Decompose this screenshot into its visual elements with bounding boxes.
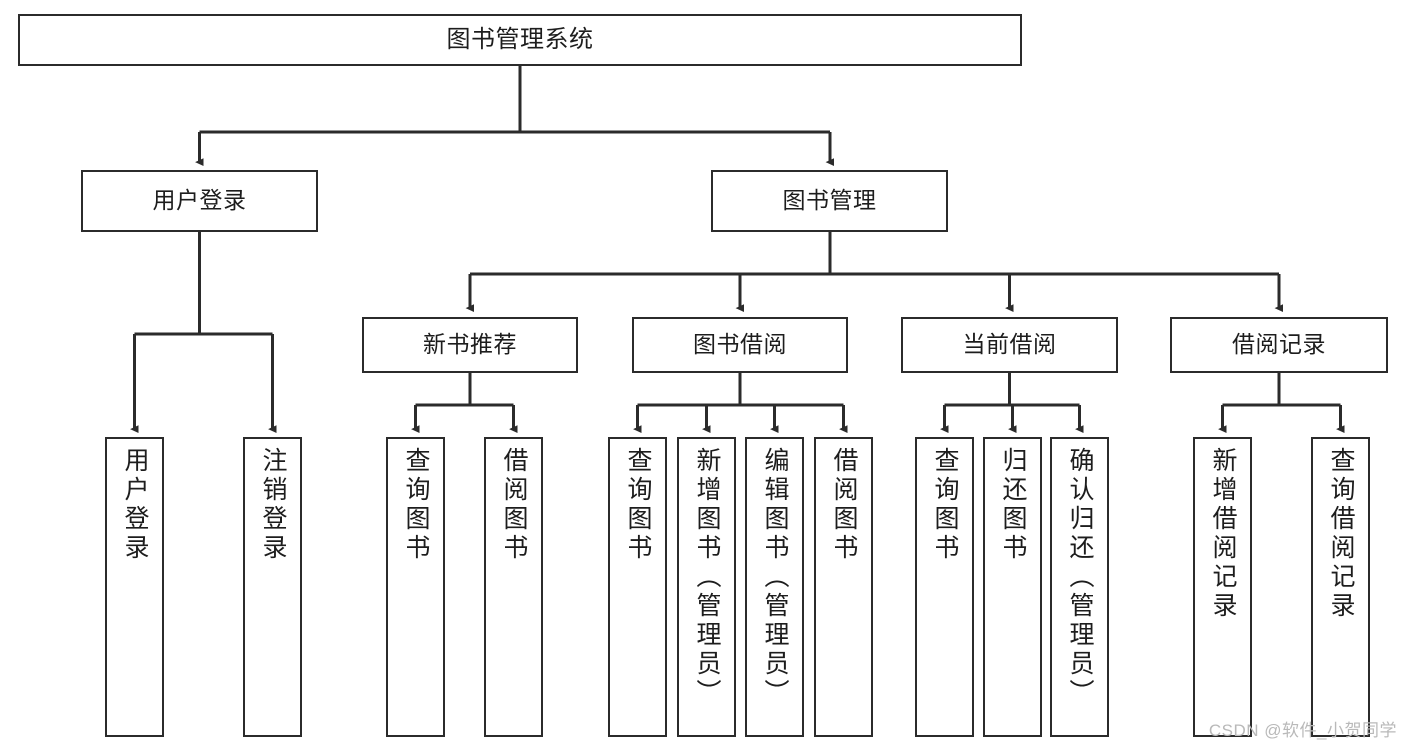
leaf-confirm-return-admin[interactable]: 确认归还（管理员） (1050, 437, 1109, 737)
leaf-query-book-newbook-label: 查询图书 (402, 447, 430, 563)
leaf-user-login-label: 用户登录 (121, 447, 149, 563)
node-borrow-records-label: 借阅记录 (1232, 331, 1326, 358)
leaf-query-book-current[interactable]: 查询图书 (915, 437, 974, 737)
leaf-borrow-book-newbook-label: 借阅图书 (500, 447, 528, 563)
leaf-query-borrow-record-label: 查询借阅记录 (1327, 447, 1355, 621)
node-new-book-recommend-label: 新书推荐 (423, 331, 517, 358)
csdn-watermark: CSDN @软件_小贺同学 (1208, 721, 1397, 740)
node-book-management-label: 图书管理 (782, 187, 877, 214)
node-current-borrow[interactable]: 当前借阅 (901, 317, 1118, 373)
node-book-borrow-label: 图书借阅 (693, 331, 787, 358)
node-user-login[interactable]: 用户登录 (81, 170, 318, 232)
node-borrow-records[interactable]: 借阅记录 (1170, 317, 1388, 373)
leaf-logout[interactable]: 注销登录 (243, 437, 302, 737)
leaf-edit-book-admin-label: 编辑图书（管理员） (761, 447, 789, 708)
leaf-return-book-label: 归还图书 (999, 447, 1027, 563)
leaf-add-book-admin[interactable]: 新增图书（管理员） (677, 437, 736, 737)
leaf-query-book-borrow[interactable]: 查询图书 (608, 437, 667, 737)
leaf-confirm-return-admin-label: 确认归还（管理员） (1066, 447, 1094, 708)
leaf-edit-book-admin[interactable]: 编辑图书（管理员） (745, 437, 804, 737)
node-user-login-label: 用户登录 (152, 187, 247, 214)
leaf-query-book-newbook[interactable]: 查询图书 (386, 437, 445, 737)
node-current-borrow-label: 当前借阅 (962, 331, 1057, 358)
node-root[interactable]: 图书管理系统 (18, 14, 1022, 66)
leaf-add-book-admin-label: 新增图书（管理员） (693, 447, 721, 708)
leaf-query-book-borrow-label: 查询图书 (624, 447, 652, 563)
leaf-borrow-book-newbook[interactable]: 借阅图书 (484, 437, 543, 737)
node-root-label: 图书管理系统 (446, 25, 594, 53)
leaf-user-login[interactable]: 用户登录 (105, 437, 164, 737)
leaf-query-book-current-label: 查询图书 (931, 447, 959, 563)
leaf-add-borrow-record[interactable]: 新增借阅记录 (1193, 437, 1252, 737)
leaf-add-borrow-record-label: 新增借阅记录 (1209, 447, 1237, 621)
node-new-book-recommend[interactable]: 新书推荐 (362, 317, 578, 373)
leaf-borrow-book[interactable]: 借阅图书 (814, 437, 873, 737)
leaf-query-borrow-record[interactable]: 查询借阅记录 (1311, 437, 1370, 737)
node-book-borrow[interactable]: 图书借阅 (632, 317, 848, 373)
leaf-borrow-book-label: 借阅图书 (830, 447, 858, 563)
node-book-management[interactable]: 图书管理 (711, 170, 948, 232)
leaf-logout-label: 注销登录 (259, 447, 287, 563)
leaf-return-book[interactable]: 归还图书 (983, 437, 1042, 737)
